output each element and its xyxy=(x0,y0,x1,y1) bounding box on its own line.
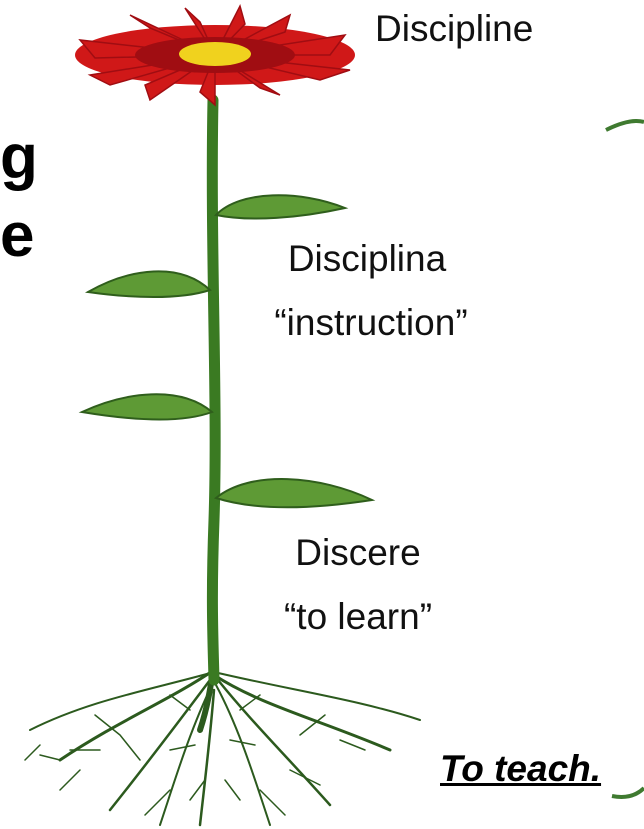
label-instruction: “instruction” xyxy=(274,302,468,343)
arc-top xyxy=(605,119,644,132)
label-disciplina: Disciplina xyxy=(287,238,447,279)
heading-fragment-2: e xyxy=(0,201,35,270)
leaf-lower-right xyxy=(213,478,376,509)
flower-center xyxy=(179,42,251,66)
leaf-upper-right xyxy=(214,194,349,220)
label-discere: Discere xyxy=(295,532,421,573)
cropped-heading: g e xyxy=(0,0,60,300)
leaf-left-1 xyxy=(84,270,212,298)
stem xyxy=(206,94,221,686)
roots xyxy=(24,657,421,827)
label-discipline: Discipline xyxy=(375,8,534,49)
label-to-teach: To teach. xyxy=(440,748,602,789)
label-to-learn: “to learn” xyxy=(283,596,433,637)
leaves xyxy=(78,194,376,509)
heading-fragment-1: g xyxy=(0,123,38,192)
leaf-left-2 xyxy=(78,393,214,421)
flower-head xyxy=(75,3,355,107)
arc-bottom xyxy=(611,786,644,799)
